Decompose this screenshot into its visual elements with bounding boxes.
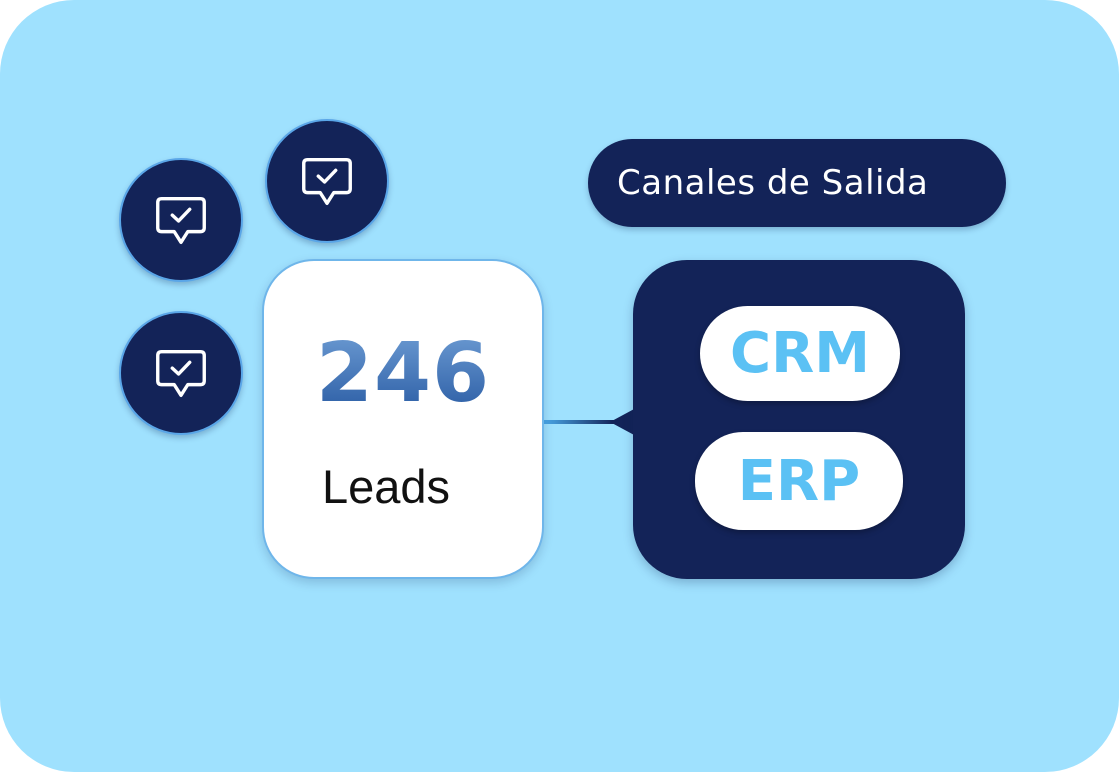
leads-count: 246	[264, 333, 542, 415]
message-check-icon	[156, 349, 206, 397]
message-check-icon	[156, 196, 206, 244]
leads-label: Leads	[322, 460, 451, 513]
message-bubble	[119, 158, 243, 282]
leads-card: 246 Leads	[262, 259, 544, 579]
outputs-box: CRM ERP	[633, 260, 965, 579]
channels-title-pill: Canales de Salida	[588, 139, 1006, 227]
message-check-icon	[302, 157, 352, 205]
message-bubble	[265, 119, 389, 243]
output-crm: CRM	[700, 306, 900, 401]
message-bubble	[119, 311, 243, 435]
output-erp: ERP	[695, 432, 903, 530]
channels-title: Canales de Salida	[617, 163, 929, 203]
